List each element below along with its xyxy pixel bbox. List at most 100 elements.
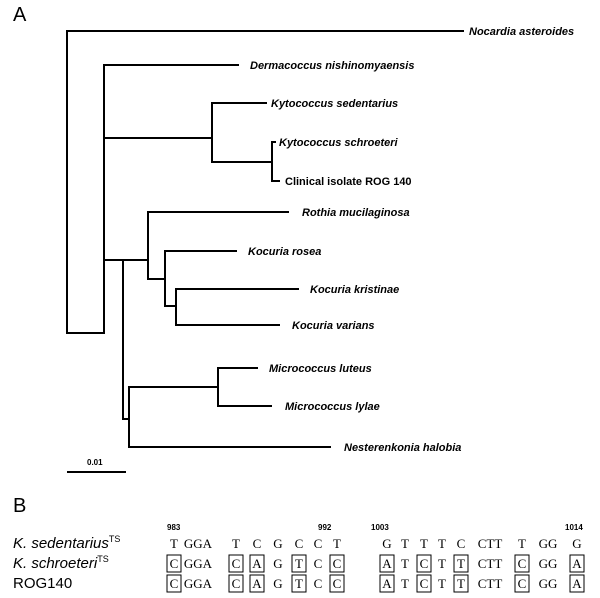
nucleotide: CTT <box>478 556 503 571</box>
taxon-nocardia-asteroides: Nocardia asteroides <box>469 26 574 38</box>
difference-box <box>569 554 585 573</box>
nucleotide: A <box>572 576 582 591</box>
nucleotide: G <box>382 536 391 551</box>
taxon-kytococcus-schroeteri: Kytococcus schroeteri <box>279 137 399 149</box>
difference-box <box>228 554 244 573</box>
taxon-rothia-mucilaginosa: Rothia mucilaginosa <box>302 207 410 219</box>
type-strain-superscript: TS <box>97 554 109 564</box>
taxon-micrococcus-lylae: Micrococcus lylae <box>285 401 380 413</box>
difference-box <box>569 574 585 593</box>
taxon-kytococcus-sedentarius: Kytococcus sedentarius <box>271 98 398 110</box>
difference-box <box>329 554 345 573</box>
strain-name: K. sedentarius <box>13 535 109 552</box>
nucleotide: C <box>518 556 527 571</box>
position-992: 992 <box>318 523 332 532</box>
nucleotide: C <box>295 536 304 551</box>
nucleotide: T <box>170 536 178 551</box>
nucleotide: G <box>273 556 282 571</box>
position-983: 983 <box>167 523 181 532</box>
nucleotide: T <box>232 536 240 551</box>
nucleotide: GGA <box>184 576 213 591</box>
taxon-nesterenkonia-halobia: Nesterenkonia halobia <box>344 442 461 454</box>
nucleotide: GGA <box>184 556 213 571</box>
nucleotide: C <box>314 556 323 571</box>
nucleotide: A <box>252 576 262 591</box>
nucleotide: C <box>420 556 429 571</box>
difference-box <box>291 574 307 593</box>
strain-name: K. schroeteri <box>13 555 98 572</box>
nucleotide: GG <box>539 576 558 591</box>
nucleotide: CTT <box>478 576 503 591</box>
taxon-kocuria-rosea: Kocuria rosea <box>248 246 321 258</box>
nucleotide: C <box>333 576 342 591</box>
taxon-kocuria-varians: Kocuria varians <box>292 320 375 332</box>
nucleotide: C <box>314 536 323 551</box>
difference-box <box>249 574 265 593</box>
nucleotide: C <box>314 576 323 591</box>
nucleotide: C <box>518 576 527 591</box>
nucleotide: C <box>333 556 342 571</box>
nucleotide: T <box>401 536 409 551</box>
nucleotide: CTT <box>478 536 503 551</box>
difference-box <box>228 574 244 593</box>
nucleotide: T <box>438 556 446 571</box>
nucleotide: A <box>252 556 262 571</box>
nucleotide: T <box>438 576 446 591</box>
nucleotide: C <box>232 576 241 591</box>
scale-bar: 0.01 <box>67 458 126 473</box>
strain-name: ROG140 <box>13 575 72 592</box>
nucleotide: A <box>382 556 392 571</box>
difference-box <box>416 554 432 573</box>
nucleotide: T <box>457 576 465 591</box>
nucleotide: GGA <box>184 536 213 551</box>
position-1003: 1003 <box>371 523 389 532</box>
difference-box <box>166 554 182 573</box>
type-strain-superscript: TS <box>109 534 121 544</box>
difference-box <box>514 554 530 573</box>
nucleotide: C <box>457 536 466 551</box>
taxon-dermacoccus-nishinomyaensis: Dermacoccus nishinomyaensis <box>250 60 414 72</box>
nucleotide: T <box>401 556 409 571</box>
difference-box <box>416 574 432 593</box>
nucleotide: GG <box>539 536 558 551</box>
alignment-row-label: ROG140 <box>13 575 72 592</box>
panel-a-label: A <box>13 4 27 26</box>
nucleotide: C <box>232 556 241 571</box>
nucleotide: G <box>572 536 581 551</box>
nucleotide: T <box>401 576 409 591</box>
taxon-micrococcus-luteus: Micrococcus luteus <box>269 363 372 375</box>
difference-box <box>291 554 307 573</box>
nucleotide: T <box>420 536 428 551</box>
alignment-positions: 983 992 1003 1014 <box>167 523 583 532</box>
nucleotide: T <box>518 536 526 551</box>
scale-bar-label: 0.01 <box>87 458 103 467</box>
nucleotide: C <box>253 536 262 551</box>
taxon-clinical-isolate-rog140: Clinical isolate ROG 140 <box>285 176 412 188</box>
difference-box <box>453 554 469 573</box>
nucleotide: T <box>333 536 341 551</box>
difference-box <box>514 574 530 593</box>
nucleotide: T <box>295 556 303 571</box>
alignment-row-label: K. sedentariusTS <box>13 534 120 552</box>
difference-box <box>379 554 395 573</box>
nucleotide: C <box>420 576 429 591</box>
nucleotide: T <box>438 536 446 551</box>
nucleotide: G <box>273 536 282 551</box>
taxon-labels: Nocardia asteroides Dermacoccus nishinom… <box>248 26 574 454</box>
difference-box <box>329 574 345 593</box>
phylogenetic-tree <box>66 30 464 448</box>
panel-b-label: B <box>13 495 26 517</box>
alignment-row-label: K. schroeteriTS <box>13 554 109 572</box>
position-1014: 1014 <box>565 523 583 532</box>
nucleotide: G <box>273 576 282 591</box>
difference-box <box>379 574 395 593</box>
nucleotide: A <box>382 576 392 591</box>
nucleotide: C <box>170 576 179 591</box>
nucleotide: GG <box>539 556 558 571</box>
nucleotide: A <box>572 556 582 571</box>
